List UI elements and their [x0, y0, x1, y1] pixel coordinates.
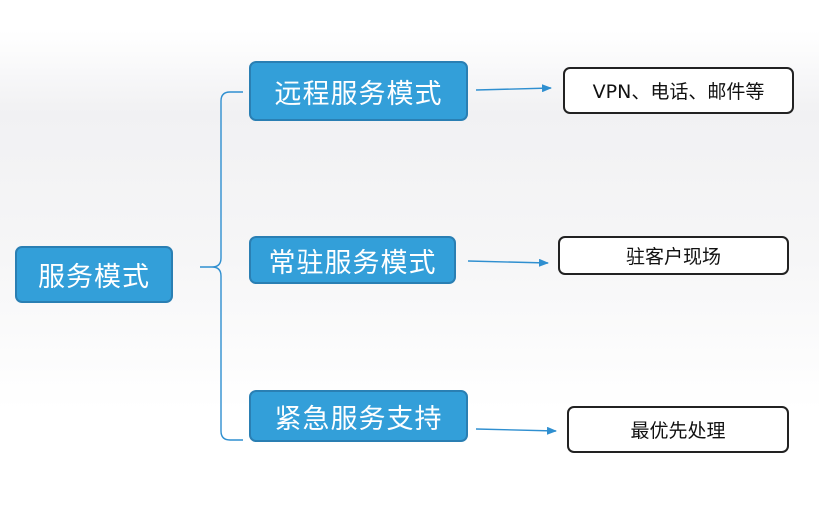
root-node: 服务模式	[15, 246, 173, 303]
mode-node-label: 远程服务模式	[274, 78, 443, 110]
detail-node-label: VPN、电话、邮件等	[592, 81, 765, 103]
mode-node-label: 常驻服务模式	[268, 247, 437, 279]
detail-node-label: 最优先处理	[630, 420, 726, 442]
root-node-label: 服务模式	[38, 262, 150, 293]
arrow-resident	[467, 258, 549, 267]
detail-node-emergency: 最优先处理	[567, 406, 789, 453]
detail-node-resident: 驻客户现场	[558, 236, 789, 275]
mode-node-resident: 常驻服务模式	[249, 236, 456, 284]
mode-node-emergency: 紧急服务支持	[249, 390, 468, 442]
arrow-emergency	[475, 426, 557, 435]
detail-node-label: 驻客户现场	[625, 246, 721, 268]
mode-node-label: 紧急服务支持	[274, 403, 443, 435]
arrow-remote	[475, 84, 552, 93]
brace-connector	[200, 91, 243, 441]
mode-node-remote: 远程服务模式	[249, 61, 468, 121]
detail-node-remote: VPN、电话、邮件等	[563, 67, 794, 114]
